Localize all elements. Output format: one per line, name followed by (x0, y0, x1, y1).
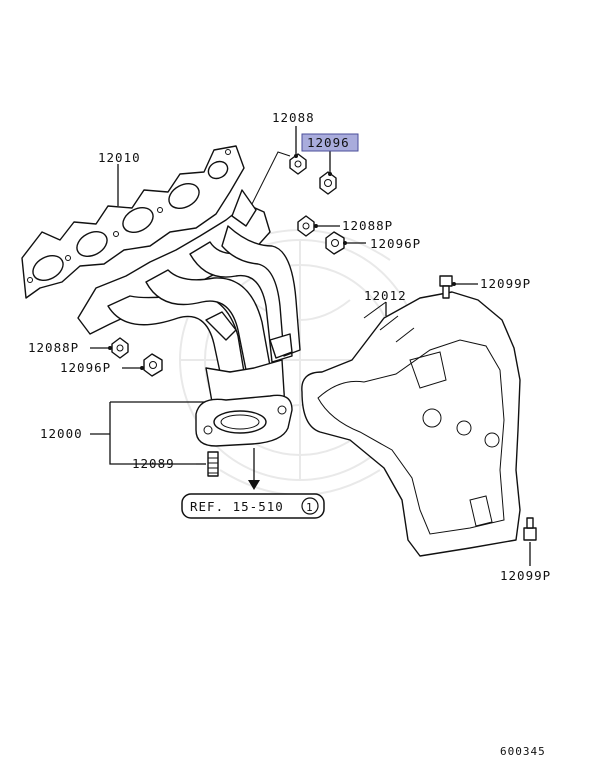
highlight-box (301, 133, 359, 152)
nut-12096[interactable] (319, 171, 337, 195)
nut-12088p-left[interactable] (111, 337, 129, 359)
label-12099p-bottom[interactable]: 12099P (500, 568, 551, 583)
stud-12089[interactable] (207, 451, 219, 477)
ref-circle-number: 1 (306, 501, 314, 514)
label-12096p-top[interactable]: 12096P (370, 236, 421, 251)
ref-box[interactable]: REF. 15-510 1 (181, 493, 325, 519)
exhaust-manifold-12000[interactable] (77, 151, 301, 447)
nut-12088p-top[interactable] (297, 215, 315, 237)
label-12096-highlight[interactable]: 12096 (301, 133, 359, 152)
bolt-12099p-bottom[interactable] (523, 517, 537, 541)
label-12099p-top[interactable]: 12099P (480, 276, 531, 291)
label-12088p-top[interactable]: 12088P (342, 218, 393, 233)
heat-shield-12012[interactable] (301, 291, 521, 557)
bolt-12099p-top[interactable] (439, 275, 453, 299)
label-12010[interactable]: 12010 (98, 150, 141, 165)
diagram-id: 600345 (500, 745, 546, 758)
label-12000[interactable]: 12000 (40, 426, 83, 441)
label-12096: 12096 (307, 135, 350, 150)
label-12096p-left[interactable]: 12096P (60, 360, 111, 375)
label-12088p-left[interactable]: 12088P (28, 340, 79, 355)
nut-12096p-left[interactable] (143, 353, 163, 377)
nut-12096p-top[interactable] (325, 231, 345, 255)
ref-label: REF. 15-510 (190, 499, 284, 514)
label-12089[interactable]: 12089 (132, 456, 175, 471)
label-12088[interactable]: 12088 (272, 110, 315, 125)
manifold-gasket-12010[interactable] (21, 145, 245, 299)
label-12012[interactable]: 12012 (364, 288, 407, 303)
leader-lines (90, 126, 531, 566)
nut-12088[interactable] (289, 153, 307, 175)
